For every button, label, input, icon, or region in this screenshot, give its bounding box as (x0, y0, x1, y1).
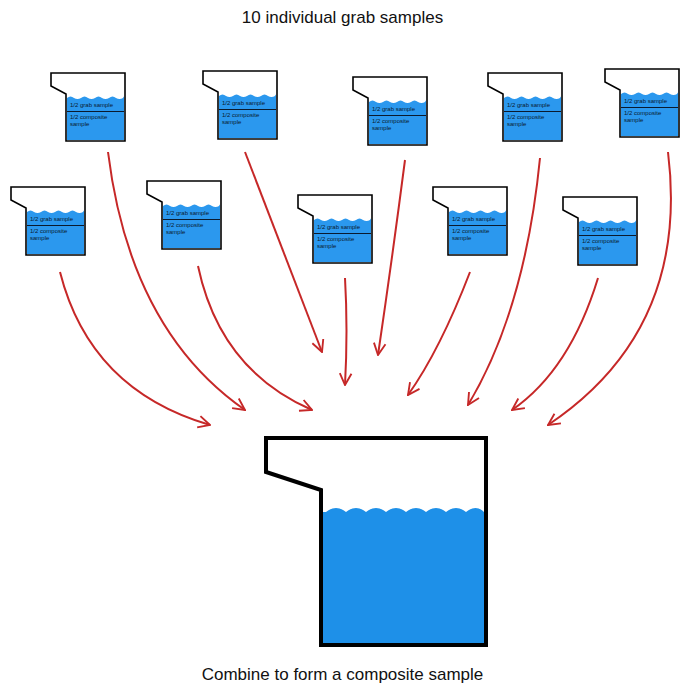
grab-sample-beaker: 1/2 grab sample1/2 composite sample (562, 196, 638, 266)
composite-label: 1/2 composite sample (163, 219, 220, 238)
grab-sample-beaker: 1/2 grab sample1/2 composite sample (352, 76, 428, 146)
arrow (198, 266, 312, 410)
grab-label: 1/2 grab sample (314, 222, 371, 233)
composite-label: 1/2 composite sample (219, 109, 276, 128)
arrow (548, 152, 671, 425)
arrow (468, 158, 540, 405)
composite-label: 1/2 composite sample (621, 107, 678, 126)
arrows (60, 152, 671, 425)
sample-water: 1/2 grab sample1/2 composite sample (314, 222, 371, 252)
arrow (108, 152, 245, 410)
grab-label: 1/2 grab sample (621, 96, 678, 107)
grab-sample-beaker: 1/2 grab sample1/2 composite sample (297, 194, 373, 264)
grab-label: 1/2 grab sample (67, 100, 124, 111)
diagram-caption: Combine to form a composite sample (0, 665, 685, 685)
grab-sample-beaker: 1/2 grab sample1/2 composite sample (146, 180, 222, 250)
grab-label: 1/2 grab sample (27, 214, 84, 225)
composite-label: 1/2 composite sample (369, 115, 426, 134)
sample-water: 1/2 grab sample1/2 composite sample (27, 214, 84, 244)
grab-sample-beaker: 1/2 grab sample1/2 composite sample (202, 70, 278, 140)
sample-water: 1/2 grab sample1/2 composite sample (504, 100, 561, 130)
grab-label: 1/2 grab sample (504, 100, 561, 111)
grab-label: 1/2 grab sample (579, 224, 636, 235)
grab-label: 1/2 grab sample (219, 98, 276, 109)
arrow (378, 160, 405, 355)
composite-label: 1/2 composite sample (67, 111, 124, 130)
sample-water: 1/2 grab sample1/2 composite sample (67, 100, 124, 130)
composite-beaker (266, 438, 486, 645)
arrow (512, 278, 598, 410)
sample-water: 1/2 grab sample1/2 composite sample (369, 104, 426, 134)
arrow (408, 272, 470, 395)
composite-label: 1/2 composite sample (27, 225, 84, 244)
arrow (345, 278, 347, 385)
sample-water: 1/2 grab sample1/2 composite sample (579, 224, 636, 254)
grab-sample-beaker: 1/2 grab sample1/2 composite sample (604, 68, 680, 138)
sample-water: 1/2 grab sample1/2 composite sample (621, 96, 678, 126)
diagram-title: 10 individual grab samples (0, 8, 685, 28)
grab-label: 1/2 grab sample (369, 104, 426, 115)
arrow (245, 152, 322, 352)
arrow (60, 272, 210, 425)
grab-sample-beaker: 1/2 grab sample1/2 composite sample (10, 186, 86, 256)
composite-label: 1/2 composite sample (314, 233, 371, 252)
sample-water: 1/2 grab sample1/2 composite sample (449, 214, 506, 244)
composite-label: 1/2 composite sample (504, 111, 561, 130)
sample-water: 1/2 grab sample1/2 composite sample (219, 98, 276, 128)
grab-sample-beaker: 1/2 grab sample1/2 composite sample (50, 72, 126, 142)
grab-sample-beaker: 1/2 grab sample1/2 composite sample (432, 186, 508, 256)
sample-water: 1/2 grab sample1/2 composite sample (163, 208, 220, 238)
composite-label: 1/2 composite sample (449, 225, 506, 244)
composite-label: 1/2 composite sample (579, 235, 636, 254)
grab-sample-beaker: 1/2 grab sample1/2 composite sample (487, 72, 563, 142)
grab-label: 1/2 grab sample (163, 208, 220, 219)
grab-label: 1/2 grab sample (449, 214, 506, 225)
